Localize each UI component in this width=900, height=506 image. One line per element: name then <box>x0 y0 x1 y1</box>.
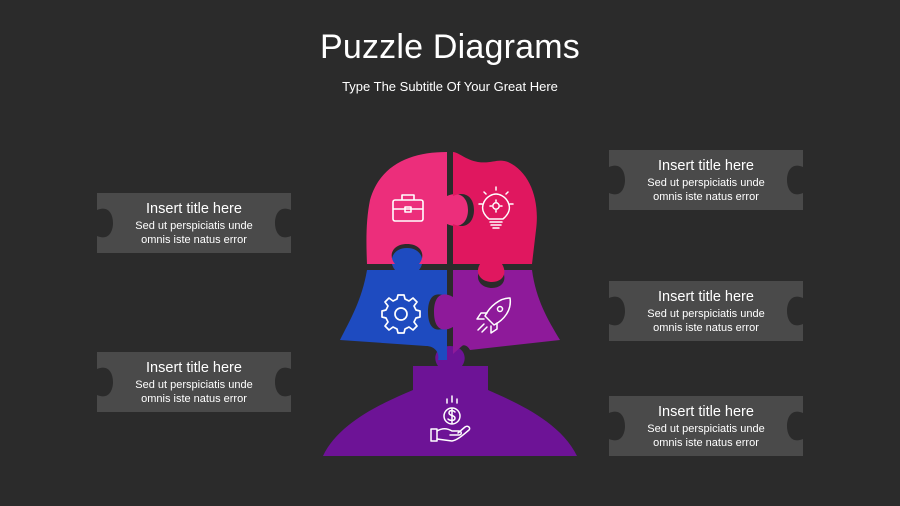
middle-right-piece <box>434 270 560 354</box>
card-title: Insert title here <box>658 404 754 420</box>
card-body: Sed ut perspiciatis unde omnis iste natu… <box>135 379 253 405</box>
middle-left-piece <box>340 248 447 360</box>
card-title: Insert title here <box>658 289 754 305</box>
bottom-piece <box>323 346 577 456</box>
card-title: Insert title here <box>146 201 242 217</box>
money-hand-icon <box>430 395 471 442</box>
top-right-piece <box>453 152 537 282</box>
info-card-right-2: Insert title here Sed ut perspiciatis un… <box>609 281 803 341</box>
card-background <box>609 150 803 210</box>
info-card-right-3: Insert title here Sed ut perspiciatis un… <box>609 396 803 456</box>
info-card-left-2: Insert title here Sed ut perspiciatis un… <box>97 352 291 412</box>
card-title: Insert title here <box>658 158 754 174</box>
info-card-left-1: Insert title here Sed ut perspiciatis un… <box>97 193 291 253</box>
rocket-icon <box>476 297 512 334</box>
top-left-piece <box>366 152 468 264</box>
card-title: Insert title here <box>146 360 242 376</box>
page-title: Puzzle Diagrams <box>320 28 580 66</box>
card-background <box>97 193 291 253</box>
card-background <box>609 396 803 456</box>
briefcase-icon <box>392 194 424 222</box>
card-body: Sed ut perspiciatis unde omnis iste natu… <box>647 423 765 449</box>
lightbulb-gear-icon <box>478 186 514 229</box>
page-subtitle: Type The Subtitle Of Your Great Here <box>342 79 558 94</box>
card-background <box>97 352 291 412</box>
gear-icon <box>381 294 421 334</box>
card-background <box>609 281 803 341</box>
card-body: Sed ut perspiciatis unde omnis iste natu… <box>135 220 253 246</box>
info-card-right-1: Insert title here Sed ut perspiciatis un… <box>609 150 803 210</box>
card-body: Sed ut perspiciatis unde omnis iste natu… <box>647 308 765 334</box>
card-body: Sed ut perspiciatis unde omnis iste natu… <box>647 177 765 203</box>
